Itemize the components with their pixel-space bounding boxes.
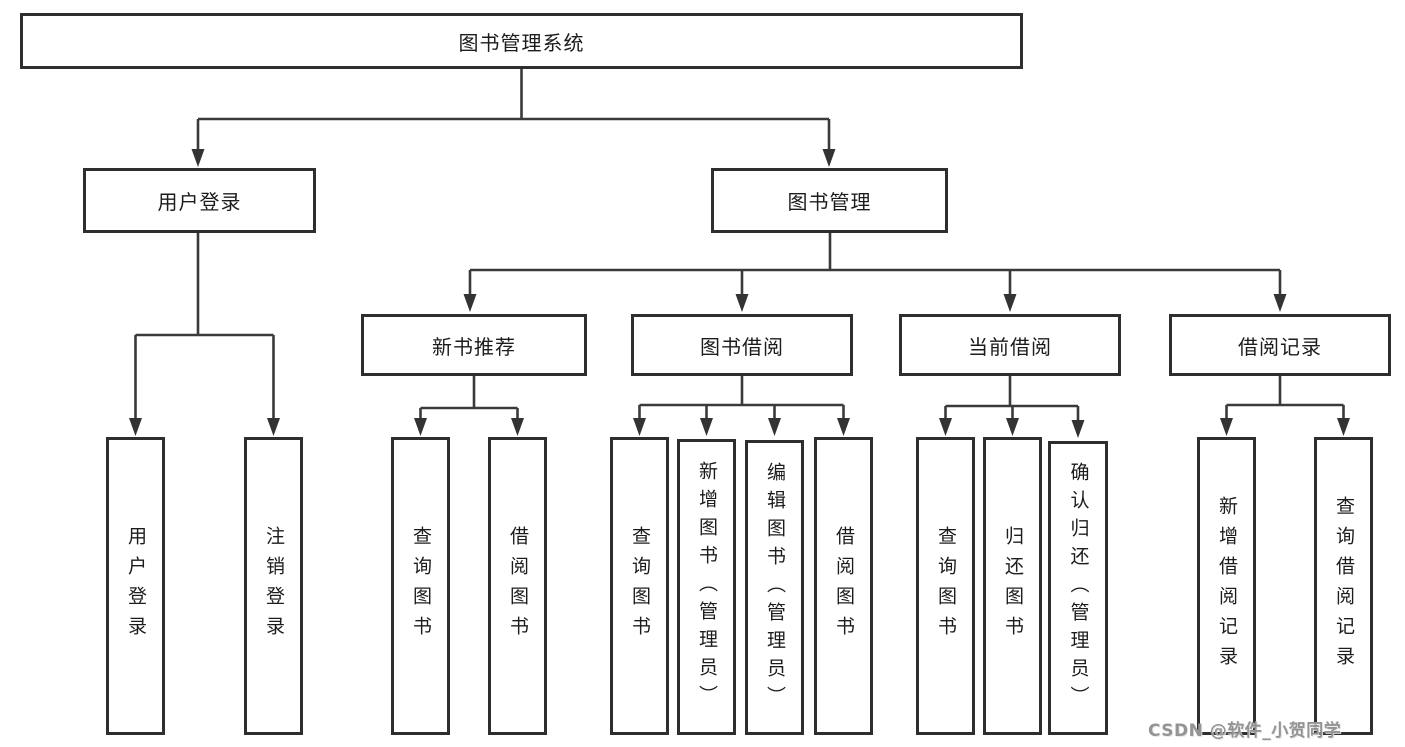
arrowhead <box>511 418 524 436</box>
arrowhead <box>129 418 142 436</box>
node-user-login: 用户登录 <box>83 168 316 233</box>
leaf-logout: 注销登录 <box>244 437 303 735</box>
arrowhead <box>837 418 850 436</box>
leaf-query-books: 查询图书 <box>916 437 975 735</box>
node-current-borrow: 当前借阅 <box>899 314 1121 376</box>
node-library-management-system: 图书管理系统 <box>20 13 1023 69</box>
leaf-user-login: 用户登录 <box>106 437 165 735</box>
arrowhead <box>822 149 836 167</box>
node-label: 图书管理系统 <box>458 30 585 55</box>
node-label: 图书借阅 <box>700 334 784 359</box>
arrowhead <box>1220 418 1233 436</box>
arrowheads <box>129 149 1350 438</box>
leaf-add-borrow-record: 新增借阅记录 <box>1197 437 1256 735</box>
watermark: CSDN @软件_小贺同学 <box>1148 721 1342 741</box>
arrowhead <box>463 294 477 312</box>
leaf-borrow-books: 借阅图书 <box>488 437 547 735</box>
node-label: 借阅记录 <box>1238 334 1322 359</box>
node-label: 新书推荐 <box>432 334 516 359</box>
leaf-query-borrow-record: 查询借阅记录 <box>1314 437 1373 735</box>
node-borrow-records: 借阅记录 <box>1169 314 1391 376</box>
leaf-query-books: 查询图书 <box>610 437 669 735</box>
arrowhead <box>633 418 646 436</box>
arrowhead <box>939 418 952 436</box>
arrowhead <box>1003 294 1017 312</box>
node-new-book-recommend: 新书推荐 <box>361 314 587 376</box>
arrowhead <box>1071 420 1085 438</box>
leaf-add-book-admin: 新增图书（管理员） <box>677 439 736 735</box>
leaf-edit-book-admin: 编辑图书（管理员） <box>745 440 804 735</box>
node-label: 图书管理 <box>787 190 872 214</box>
leaf-query-books: 查询图书 <box>391 437 450 735</box>
leaf-return-books: 归还图书 <box>983 437 1042 735</box>
arrowhead <box>267 418 280 436</box>
arrowhead <box>700 418 713 436</box>
arrowhead <box>768 418 781 436</box>
node-label: 当前借阅 <box>968 334 1052 359</box>
arrowhead <box>414 418 427 436</box>
node-book-borrow: 图书借阅 <box>631 314 853 376</box>
node-book-management: 图书管理 <box>711 168 948 233</box>
arrowhead <box>191 149 205 167</box>
leaf-confirm-return-admin: 确认归还（管理员） <box>1048 441 1108 735</box>
arrowhead <box>735 294 749 312</box>
arrowhead <box>1006 418 1019 436</box>
arrowhead <box>1273 294 1287 312</box>
node-label: 用户登录 <box>157 190 242 214</box>
arrowhead <box>1337 418 1350 436</box>
leaf-borrow-books: 借阅图书 <box>814 437 873 735</box>
